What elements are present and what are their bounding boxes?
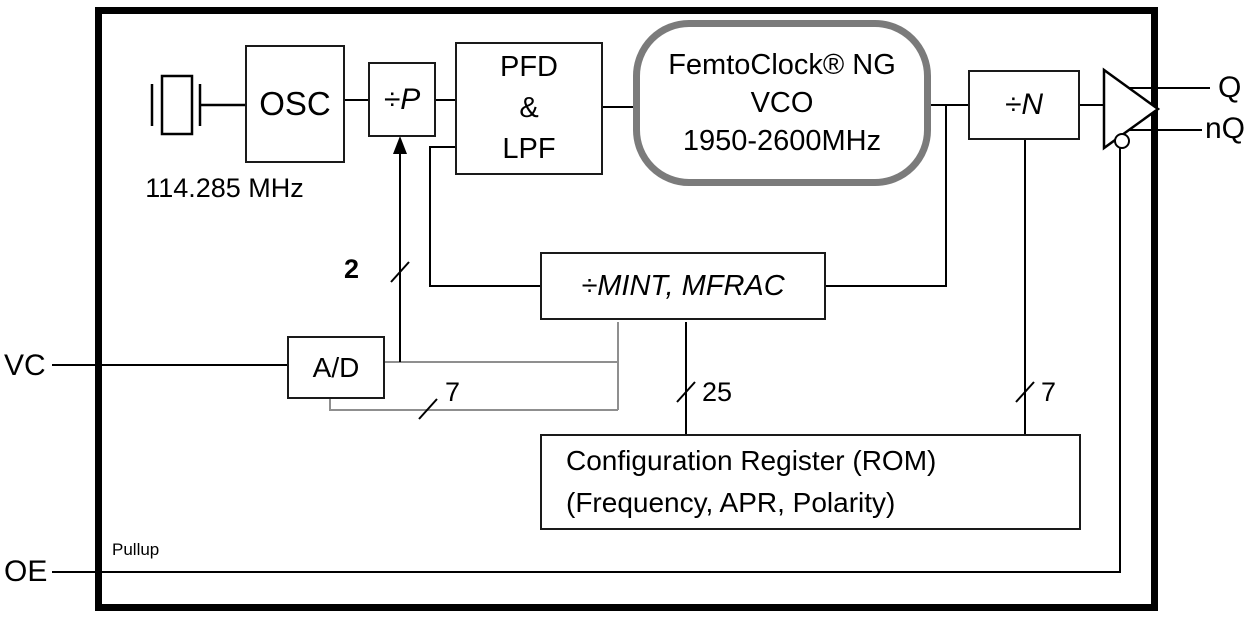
nq-output-label: nQ <box>1205 112 1246 145</box>
vco-line-2: VCO <box>750 87 814 119</box>
vco-block: FemtoClock® NG VCO 1950-2600MHz <box>633 20 931 186</box>
wire-vco-feedback-tap <box>826 105 947 287</box>
q-output-label: Q <box>1218 71 1242 104</box>
arrowhead-p-control <box>393 136 407 154</box>
bus-width-n-config: 7 <box>1041 377 1057 407</box>
pfd-line-3: LPF <box>502 133 556 165</box>
oe-bubble-icon <box>1114 133 1130 149</box>
adc-label: A/D <box>312 351 360 383</box>
bus-width-p-control: 2 <box>344 254 360 284</box>
bus-slash-n <box>1015 381 1035 403</box>
config-line-2: (Frequency, APR, Polarity) <box>566 487 896 518</box>
bus-slash-p <box>390 261 410 283</box>
divider-n-label: ÷N <box>1004 88 1044 121</box>
adc-block: A/D <box>287 336 385 399</box>
bus-slash-mint <box>676 381 696 403</box>
feedback-divider-block: ÷MINT, MFRAC <box>540 252 826 320</box>
bus-width-adc-out: 7 <box>445 377 461 407</box>
feedback-divider-label: ÷MINT, MFRAC <box>581 269 785 302</box>
crystal-icon <box>150 74 245 136</box>
diagram-border <box>95 7 1158 611</box>
divider-n-block: ÷N <box>968 70 1080 140</box>
output-buffer-icon <box>1102 67 1161 151</box>
crystal-frequency-label: 114.285 MHz <box>145 173 304 203</box>
pfd-line-2: & <box>519 92 539 124</box>
oe-input-label: OE <box>4 555 48 588</box>
bus-slash-adc <box>418 398 438 420</box>
wire-oe-to-buffer <box>52 148 1121 573</box>
pfd-line-1: PFD <box>500 51 558 83</box>
config-line-1: Configuration Register (ROM) <box>566 445 937 476</box>
wire-feedback-to-pfd <box>429 146 540 287</box>
wire-adc-out-lower <box>329 399 618 411</box>
pfd-lpf-block: PFD & LPF <box>455 42 603 175</box>
pullup-label: Pullup <box>112 540 160 559</box>
osc-block: OSC <box>245 45 345 163</box>
vco-line-3: 1950-2600MHz <box>682 125 882 157</box>
divider-p-block: ÷P <box>368 62 436 137</box>
osc-label: OSC <box>259 85 331 122</box>
config-register-block: Configuration Register (ROM) (Frequency,… <box>540 434 1081 530</box>
divider-p-label: ÷P <box>383 82 421 116</box>
bus-width-mint-config: 25 <box>702 377 733 407</box>
vco-line-1: FemtoClock® NG <box>668 49 896 81</box>
vc-input-label: VC <box>4 349 46 382</box>
